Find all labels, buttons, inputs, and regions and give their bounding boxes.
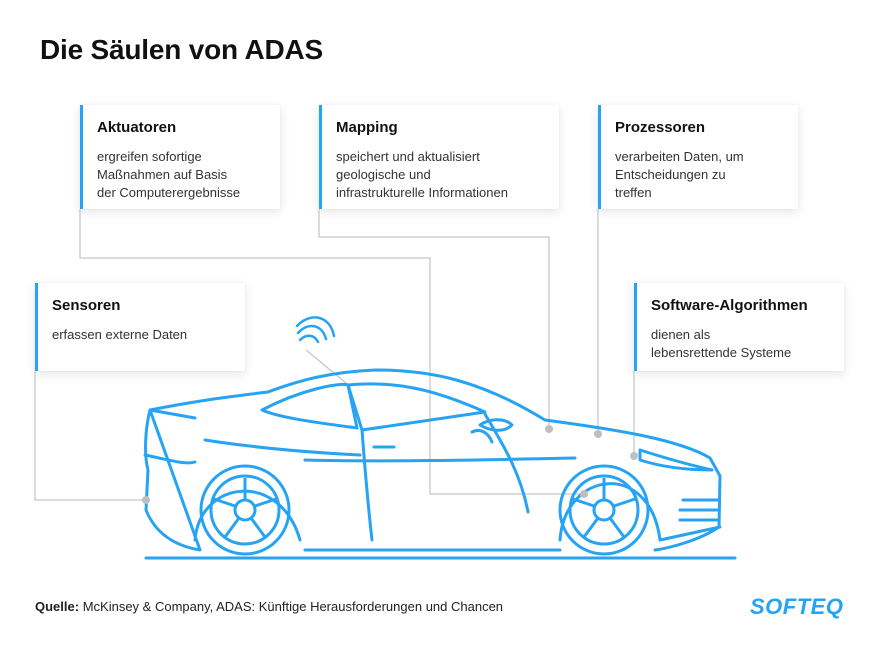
- card-description: speichert und aktualisiert geologische u…: [336, 148, 547, 202]
- connection-dots: [142, 425, 638, 504]
- source-label: Quelle:: [35, 599, 80, 614]
- card-heading: Prozessoren: [615, 119, 706, 136]
- card-prozessoren: Prozessoren verarbeiten Daten, um Entsch…: [598, 105, 798, 209]
- card-description: dienen als lebensrettende Systeme: [651, 326, 832, 362]
- desc-line: speichert und aktualisiert: [336, 149, 480, 164]
- card-description: erfassen externe Daten: [52, 326, 233, 344]
- car-outline-icon: [143, 368, 737, 560]
- desc-line: der Computerergebnisse: [97, 185, 241, 200]
- wireless-signal-icon: [295, 316, 336, 344]
- connector-signal: [305, 349, 347, 384]
- card-heading: Mapping: [336, 119, 398, 136]
- card-sensoren: Sensoren erfassen externe Daten: [35, 283, 245, 371]
- source-text: McKinsey & Company, ADAS: Künftige Herau…: [82, 599, 504, 614]
- desc-line: ergreifen sofortige: [97, 149, 202, 164]
- desc-line: erfassen externe Daten: [52, 327, 188, 342]
- card-aktuatoren: Aktuatoren ergreifen sofortige Maßnahmen…: [80, 105, 280, 209]
- card-heading: Software-Algorithmen: [651, 297, 808, 314]
- page-title: Die Säulen von ADAS: [40, 34, 323, 65]
- connector-sensoren: [34, 371, 146, 501]
- softeq-logo: SOFTEQ: [750, 594, 844, 619]
- desc-line: Maßnahmen auf Basis: [97, 167, 228, 182]
- card-heading: Aktuatoren: [97, 119, 177, 136]
- connector-mapping: [318, 209, 550, 427]
- dot-aktuatoren: [580, 490, 588, 498]
- card-description: verarbeiten Daten, um Entscheidungen zu …: [615, 148, 786, 202]
- source-note: Quelle: McKinsey & Company, ADAS: Künfti…: [35, 599, 503, 614]
- dot-sensoren: [142, 496, 150, 504]
- connector-lines: [34, 209, 635, 501]
- desc-line: lebensrettende Systeme: [651, 345, 792, 360]
- desc-line: infrastrukturelle Informationen: [336, 185, 508, 200]
- card-description: ergreifen sofortige Maßnahmen auf Basis …: [97, 148, 268, 202]
- desc-line: treffen: [615, 185, 652, 200]
- dot-prozessoren: [594, 430, 602, 438]
- connector-aktuatoren: [79, 209, 584, 495]
- desc-line: verarbeiten Daten, um: [615, 149, 744, 164]
- wheel-rear: [199, 464, 291, 556]
- wheel-front: [558, 464, 650, 556]
- card-heading: Sensoren: [52, 297, 121, 314]
- card-software-algorithmen: Software-Algorithmen dienen als lebensre…: [634, 283, 844, 371]
- desc-line: dienen als: [651, 327, 711, 342]
- dot-software: [630, 452, 638, 460]
- dot-mapping: [545, 425, 553, 433]
- desc-line: Entscheidungen zu: [615, 167, 726, 182]
- card-mapping: Mapping speichert und aktualisiert geolo…: [319, 105, 559, 209]
- desc-line: geologische und: [336, 167, 431, 182]
